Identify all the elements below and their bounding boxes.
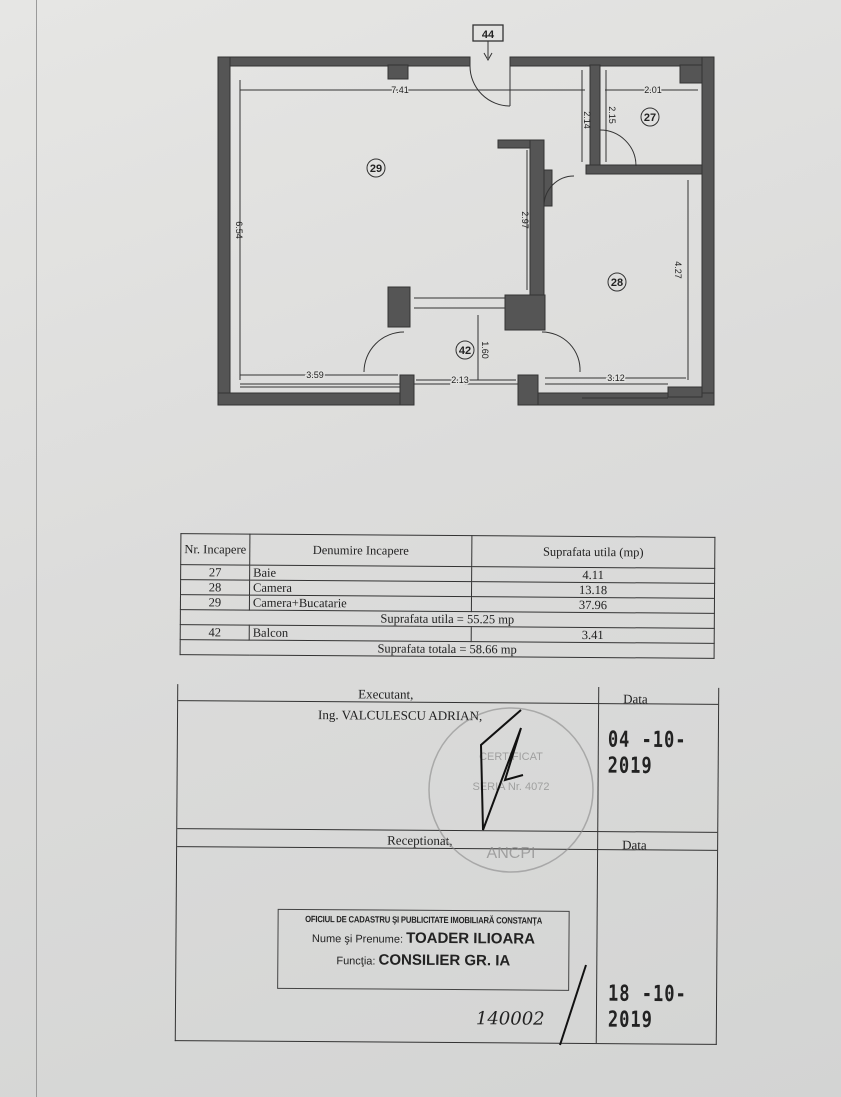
wall (217, 392, 403, 406)
wall (387, 64, 409, 80)
cell-area: 4.11 (471, 566, 715, 584)
wall (217, 56, 471, 67)
cell-area: 3.41 (471, 626, 715, 644)
dim-label: 6.54 (234, 221, 244, 239)
round-stamp: CERTIFICAT SERIA Nr. 4072 ANCPI (428, 707, 594, 873)
wall (504, 294, 546, 331)
signature-stroke (559, 964, 587, 1046)
data-label-2: Data (622, 837, 647, 853)
dim-label: 3.12 (607, 373, 625, 383)
function-value: CONSILIER GR. IA (378, 951, 511, 970)
wall (701, 56, 715, 406)
executant-label: Executant, (358, 686, 414, 702)
wall (679, 64, 703, 84)
cell-name: Balcon (249, 625, 472, 642)
name-value: TOADER ILIOARA (406, 929, 536, 948)
rooms-table: Nr. Incapere Denumire Incapere Suprafata… (180, 533, 716, 659)
dim-label: 3.59 (306, 370, 324, 380)
header-area: Suprafata utila (mp) (471, 535, 715, 569)
cell-area: 37.96 (471, 596, 715, 614)
wall (543, 169, 553, 207)
cell-nr: 27 (180, 564, 250, 581)
room-number-28: 28 (611, 277, 623, 289)
entrance-number: 44 (482, 29, 495, 41)
cell-name: Camera (249, 580, 472, 597)
handwritten-number: 140002 (475, 1008, 545, 1030)
dim-label: 1.60 (480, 341, 490, 359)
office-stamp: OFICIUL DE CADASTRU ŞI PUBLICITATE IMOBI… (277, 908, 570, 991)
room-number-29: 29 (370, 163, 382, 175)
cell-nr: 42 (180, 624, 250, 641)
svg-text:ANCPI: ANCPI (487, 845, 536, 862)
dim-label: 4.27 (673, 261, 683, 279)
wall (399, 374, 415, 406)
wall (585, 164, 703, 175)
executant-date: 04 -10- 2019 (607, 727, 687, 780)
data-label: Data (623, 691, 648, 707)
table-header-row: Nr. Incapere Denumire Incapere Suprafata… (180, 533, 715, 569)
dim-label: 2.97 (520, 211, 530, 229)
dim-label: 7.41 (391, 85, 409, 95)
cell-name: Baie (249, 565, 472, 582)
cell-nr: 29 (180, 594, 250, 611)
wall (387, 286, 411, 328)
receptionat-date: 18 -10- 2019 (607, 981, 687, 1034)
page-margin-line (36, 0, 37, 1097)
cell-name: Camera+Bucatarie (249, 595, 472, 612)
header-nr: Nr. Incapere (180, 533, 250, 566)
cell-nr: 28 (180, 579, 250, 596)
dim-label: 2.15 (607, 106, 617, 124)
cell-area: 13.18 (471, 581, 715, 599)
header-name: Denumire Incapere (249, 534, 472, 567)
floor-plan: 44 29 27 28 42 7.41 2.01 2.14 2.15 6.54 … (217, 24, 715, 406)
function-label: Funcţia: (336, 955, 376, 968)
dim-label: 2.14 (582, 111, 592, 129)
total-row: Suprafata totala = 58.66 mp (180, 639, 715, 659)
dim-label: 2.13 (451, 375, 469, 385)
svg-text:SERIA Nr. 4072: SERIA Nr. 4072 (472, 781, 549, 793)
room-number-27: 27 (644, 112, 656, 124)
signature-mark (479, 709, 524, 831)
wall (217, 56, 231, 406)
office-name: OFICIUL DE CADASTRU ŞI PUBLICITATE IMOBI… (305, 914, 543, 926)
name-label: Nume şi Prenume: (311, 933, 404, 946)
wall (517, 374, 539, 406)
dim-label: 2.01 (644, 85, 662, 95)
room-number-42: 42 (459, 345, 471, 357)
wall (667, 386, 703, 398)
